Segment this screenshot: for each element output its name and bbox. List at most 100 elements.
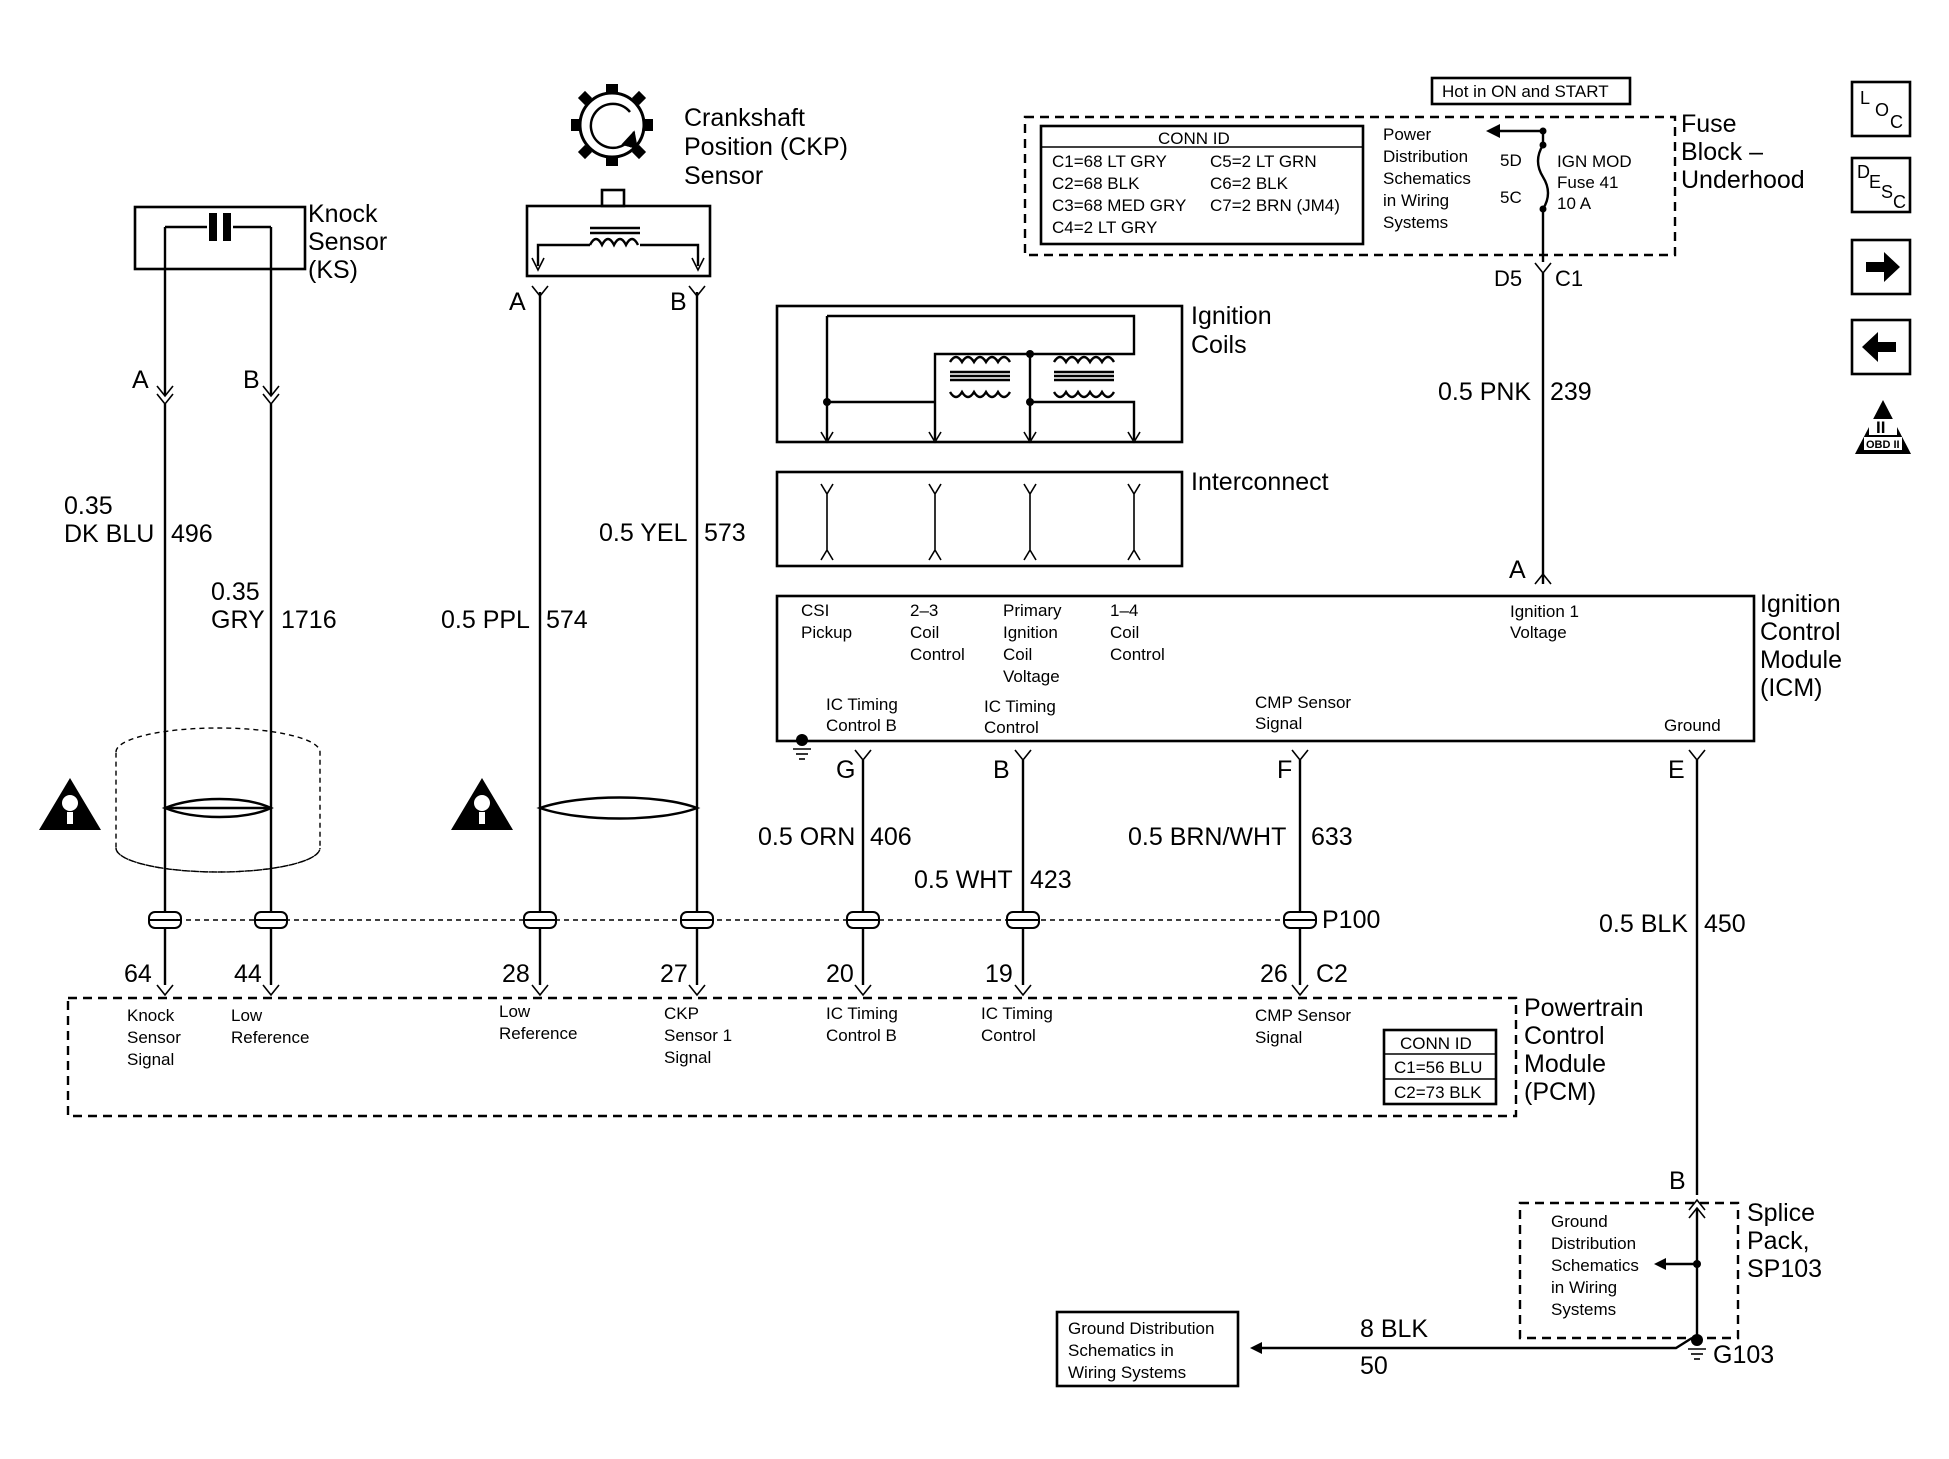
pcm-pin-26: 26 [1260, 960, 1288, 988]
ks-label-3: (KS) [308, 256, 358, 284]
fuse-conn-pin: D5 [1494, 266, 1522, 291]
ground-symbol-icon [793, 734, 811, 760]
arrow-left-icon [1862, 332, 1896, 362]
pcm-lowref2-2: Reference [499, 1024, 577, 1043]
power-dist-2: Distribution [1383, 147, 1468, 166]
pin-splice-b: B [1669, 1167, 1686, 1195]
hot-in-label: Hot in ON and START [1442, 82, 1609, 101]
fuse-conn-4: C4=2 LT GRY [1052, 218, 1157, 237]
inline-connector-p100: P100 [148, 906, 1380, 934]
wire-wht-1: 0.5 WHT [914, 866, 1013, 894]
pcm-ckp-2: Sensor 1 [664, 1026, 732, 1045]
powertrain-control-module: Knock Sensor Signal Low Reference Low Re… [66, 994, 1644, 1118]
coils-label-2: Coils [1191, 331, 1247, 359]
icm-coil14-1: 1–4 [1110, 601, 1138, 620]
splice-dist-3: Schematics [1551, 1256, 1639, 1275]
wire-ks-b-2: GRY [211, 606, 265, 634]
pin-icm-f: F [1277, 756, 1292, 784]
fuse-conn-1: C1=68 LT GRY [1052, 152, 1167, 171]
icm-primary-4: Voltage [1003, 667, 1060, 686]
wire-blk-2: 450 [1704, 910, 1746, 938]
pin-icm-e: E [1668, 756, 1685, 784]
pcm-conn-1: C1=56 BLU [1394, 1058, 1482, 1077]
obd-ii-button[interactable]: II OBD II [1855, 400, 1911, 454]
icm-pins: G B F E [836, 749, 1706, 784]
wire-blk-1: 0.5 BLK [1599, 910, 1688, 938]
icm-ground: Ground [1664, 716, 1721, 735]
icm-coil23-2: Coil [910, 623, 939, 642]
splice-label-2: Pack, [1747, 1227, 1810, 1255]
icm-coil14-3: Control [1110, 645, 1165, 664]
next-page-button[interactable] [1850, 238, 1912, 296]
fuse-conn-name: C1 [1555, 266, 1583, 291]
coils-label-1: Ignition [1191, 302, 1272, 330]
fuse-name-1: IGN MOD [1557, 152, 1632, 171]
ks-pins: A B [132, 366, 280, 406]
splice-label-3: SP103 [1747, 1255, 1822, 1283]
pcm-cmp-1: CMP Sensor [1255, 1006, 1351, 1025]
pcm-ictb-1: IC Timing [826, 1004, 898, 1023]
wire-ks-a-1: 0.35 [64, 492, 113, 520]
arrow-right-icon [1866, 252, 1900, 282]
gd-label-2: Schematics in [1068, 1341, 1174, 1360]
wire-ckp-a-2: 574 [546, 606, 588, 634]
ground-distribution: Ground Distribution Schematics in Wiring… [1055, 1310, 1693, 1388]
icm-ictb-1: IC Timing [826, 695, 898, 714]
loc-button[interactable]: L O C [1850, 80, 1912, 138]
pcm-conn-title: CONN ID [1400, 1034, 1472, 1053]
pcm-lowref1-2: Reference [231, 1028, 309, 1047]
fuse-conn-title: CONN ID [1158, 129, 1230, 148]
desc-button[interactable]: D E S C [1850, 156, 1912, 214]
fuse-pin-5d: 5D [1500, 151, 1522, 170]
pcm-pin-28: 28 [502, 960, 530, 988]
wire-ckp-b-1: 0.5 YEL [599, 519, 688, 547]
prev-page-button[interactable] [1850, 318, 1912, 376]
icm-primary-3: Coil [1003, 645, 1032, 664]
icm-primary-2: Ignition [1003, 623, 1058, 642]
p100-label: P100 [1322, 906, 1380, 934]
wire-labels: 0.35 DK BLU 496 0.35 GRY 1716 0.5 PPL 57… [64, 492, 1746, 938]
power-dist-5: Systems [1383, 213, 1448, 232]
gd-label-1: Ground Distribution [1068, 1319, 1214, 1338]
fuse-conn-6: C6=2 BLK [1210, 174, 1289, 193]
wire-brn-1: 0.5 BRN/WHT [1128, 823, 1286, 851]
splice-dist-2: Distribution [1551, 1234, 1636, 1253]
wire-wht-2: 423 [1030, 866, 1072, 894]
pcm-label-1: Powertrain [1524, 994, 1644, 1022]
wire-pnk-color: 0.5 PNK [1438, 378, 1531, 406]
svg-text:O: O [1875, 100, 1889, 120]
pcm-label-2: Control [1524, 1022, 1605, 1050]
pcm-ict-2: Control [981, 1026, 1036, 1045]
interconnect: Interconnect [775, 468, 1329, 568]
pin-ckp-a: A [509, 288, 526, 316]
obd-label: OBD II [1866, 439, 1900, 451]
ks-label-1: Knock [308, 200, 378, 228]
fuse-block-label-3: Underhood [1681, 166, 1805, 194]
icm-primary-1: Primary [1003, 601, 1062, 620]
pcm-label-3: Module [1524, 1050, 1606, 1078]
pcm-label-4: (PCM) [1524, 1078, 1596, 1106]
icm-ign1-2: Voltage [1510, 623, 1567, 642]
icm-cmp-2: Signal [1255, 714, 1302, 733]
ckp-shield [536, 796, 701, 820]
wire-ks-b-1: 0.35 [211, 578, 260, 606]
pcm-cmp-2: Signal [1255, 1028, 1302, 1047]
ckp-label-1: Crankshaft [684, 104, 805, 132]
ground-symbol-icon [1688, 1334, 1706, 1360]
wire-ground-color: 8 BLK [1360, 1315, 1428, 1343]
icm-label-4: (ICM) [1760, 674, 1822, 702]
icm-coil23-1: 2–3 [910, 601, 938, 620]
svg-text:C: C [1893, 192, 1906, 212]
splice-dist-5: Systems [1551, 1300, 1616, 1319]
fuse-conn-3: C3=68 MED GRY [1052, 196, 1186, 215]
pcm-lowref1-1: Low [231, 1006, 263, 1025]
fuse-block: Hot in ON and START CONN ID C1=68 LT GRY… [1023, 76, 1805, 291]
fuse-block-label-2: Block – [1681, 138, 1763, 166]
pcm-pins: 64 44 28 27 20 19 26 C2 [124, 960, 1348, 997]
power-dist-1: Power [1383, 125, 1432, 144]
wire-ckp-a-1: 0.5 PPL [441, 606, 530, 634]
pin-ks-b: B [243, 366, 260, 394]
icm-label-2: Control [1760, 618, 1841, 646]
svg-text:C: C [1890, 112, 1903, 132]
ground-id: G103 [1713, 1341, 1774, 1369]
